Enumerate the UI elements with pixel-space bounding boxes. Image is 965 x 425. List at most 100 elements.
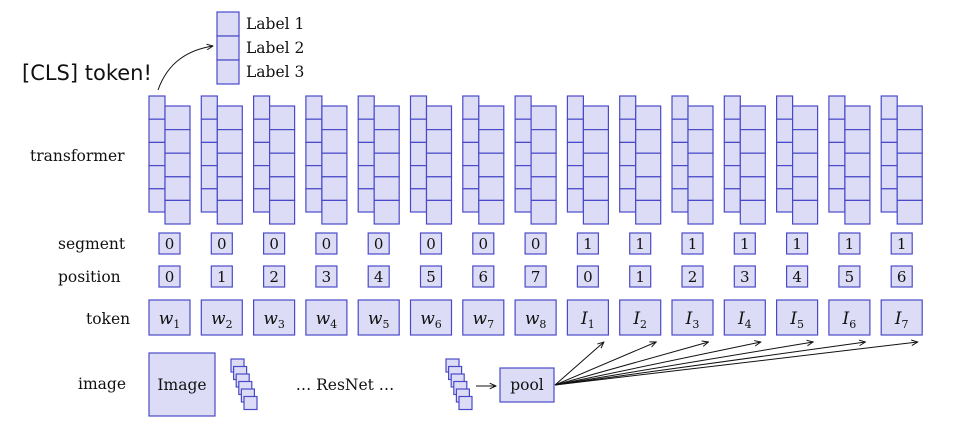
transformer-front-cell [739,199,766,225]
transformer-front-cell [791,129,819,154]
position-value: 7 [531,268,541,286]
position-value: 4 [374,268,384,286]
token-box [253,299,296,336]
transformer-back-cell [880,141,898,167]
transformer-front-cell [635,152,662,178]
token-box [409,299,453,336]
transformer-front-cell [216,152,243,178]
segment-value: 1 [635,235,645,253]
position-value: 6 [897,268,907,286]
token-box [723,299,766,336]
transformer-back-cell [775,118,794,143]
transformer-back-cell [253,95,271,120]
token-base: I [632,309,640,329]
transformer-front-cell [896,199,923,225]
transformer-front-cell [478,152,505,178]
transformer-front-cell [373,199,400,225]
token-subscript: 6 [849,318,856,331]
transformer-front-cell [582,176,610,202]
transformer-back-cell [200,188,218,213]
transformer-front-cell [164,105,191,131]
transformer-back-cell [148,95,166,120]
transformer-front-cell [582,152,610,178]
token-base: I [737,309,745,329]
transformer-stack [253,95,296,225]
image-box [148,352,216,417]
position-box [524,265,547,288]
transformer-front-cell [635,199,662,225]
segment-box [733,232,756,255]
segment-value: 1 [792,235,802,253]
segment-box [681,232,704,255]
transformer-back-cell [566,95,585,120]
transformer-back-cell [409,141,428,167]
transformer-front-cell [791,199,819,225]
transformer-front-cell [844,176,871,202]
transformer-front-cell [844,129,871,154]
segment-value: 1 [740,235,750,253]
transformer-front-cell [530,176,557,202]
transformer-back-cell [775,188,794,213]
token-label: I6 [842,309,857,331]
position-box [576,265,600,288]
fanout-arrow [554,342,865,386]
token-subscript: 1 [588,318,595,331]
position-value: 2 [269,268,279,286]
position-value: 0 [165,268,175,286]
transformer-stack [828,95,871,225]
transformer-front-cell [216,176,243,202]
transformer-front-cell [321,129,348,154]
token-base: I [580,309,588,329]
transformer-front-cell [687,176,714,202]
fanout-arrow [554,342,813,386]
fanout-arrow [554,342,761,386]
transformer-front-cell [164,199,191,225]
transformer-back-cell [514,188,532,213]
transformer-stack [671,95,714,225]
token-base: w [211,309,226,329]
fanout-arrow [554,342,918,386]
token-base: I [685,309,693,329]
transformer-back-cell [462,188,480,213]
resnet-label: … ResNet … [296,376,395,394]
position-value: 1 [217,268,227,286]
token-label: w5 [368,309,390,331]
transformer-front-cell [373,176,400,202]
transformer-back-cell [671,141,689,167]
transformer-back-cell [828,141,846,167]
token-subscript: 6 [435,318,442,331]
transformer-back-cell [880,95,898,120]
token-subscript: 7 [902,318,909,331]
transformer-front-cell [582,129,610,154]
feature-map-layer [458,395,473,411]
token-label: I4 [737,309,752,331]
transformer-back-cell [723,141,741,167]
transformer-front-cell [478,105,505,131]
segment-box [367,232,390,255]
transformer-front-cell [373,129,400,154]
token-label: w4 [316,309,338,331]
token-label: w1 [159,309,181,331]
segment-value: 1 [583,235,593,253]
label-1-text: Label 1 [246,15,304,33]
position-value: 2 [688,268,698,286]
fanout-arrow [554,342,656,386]
transformer-back-cell [253,141,271,167]
token-base: I [842,309,850,329]
transformer-front-cell [582,199,610,225]
transformer-back-cell [253,165,271,190]
position-box [890,265,913,288]
transformer-front-cell [635,176,662,202]
transformer-front-cell [321,199,348,225]
transformer-back-cell [462,141,480,167]
transformer-front-cell [321,176,348,202]
transformer-back-cell [357,141,375,167]
token-label: I1 [580,309,595,331]
transformer-back-cell [566,141,585,167]
